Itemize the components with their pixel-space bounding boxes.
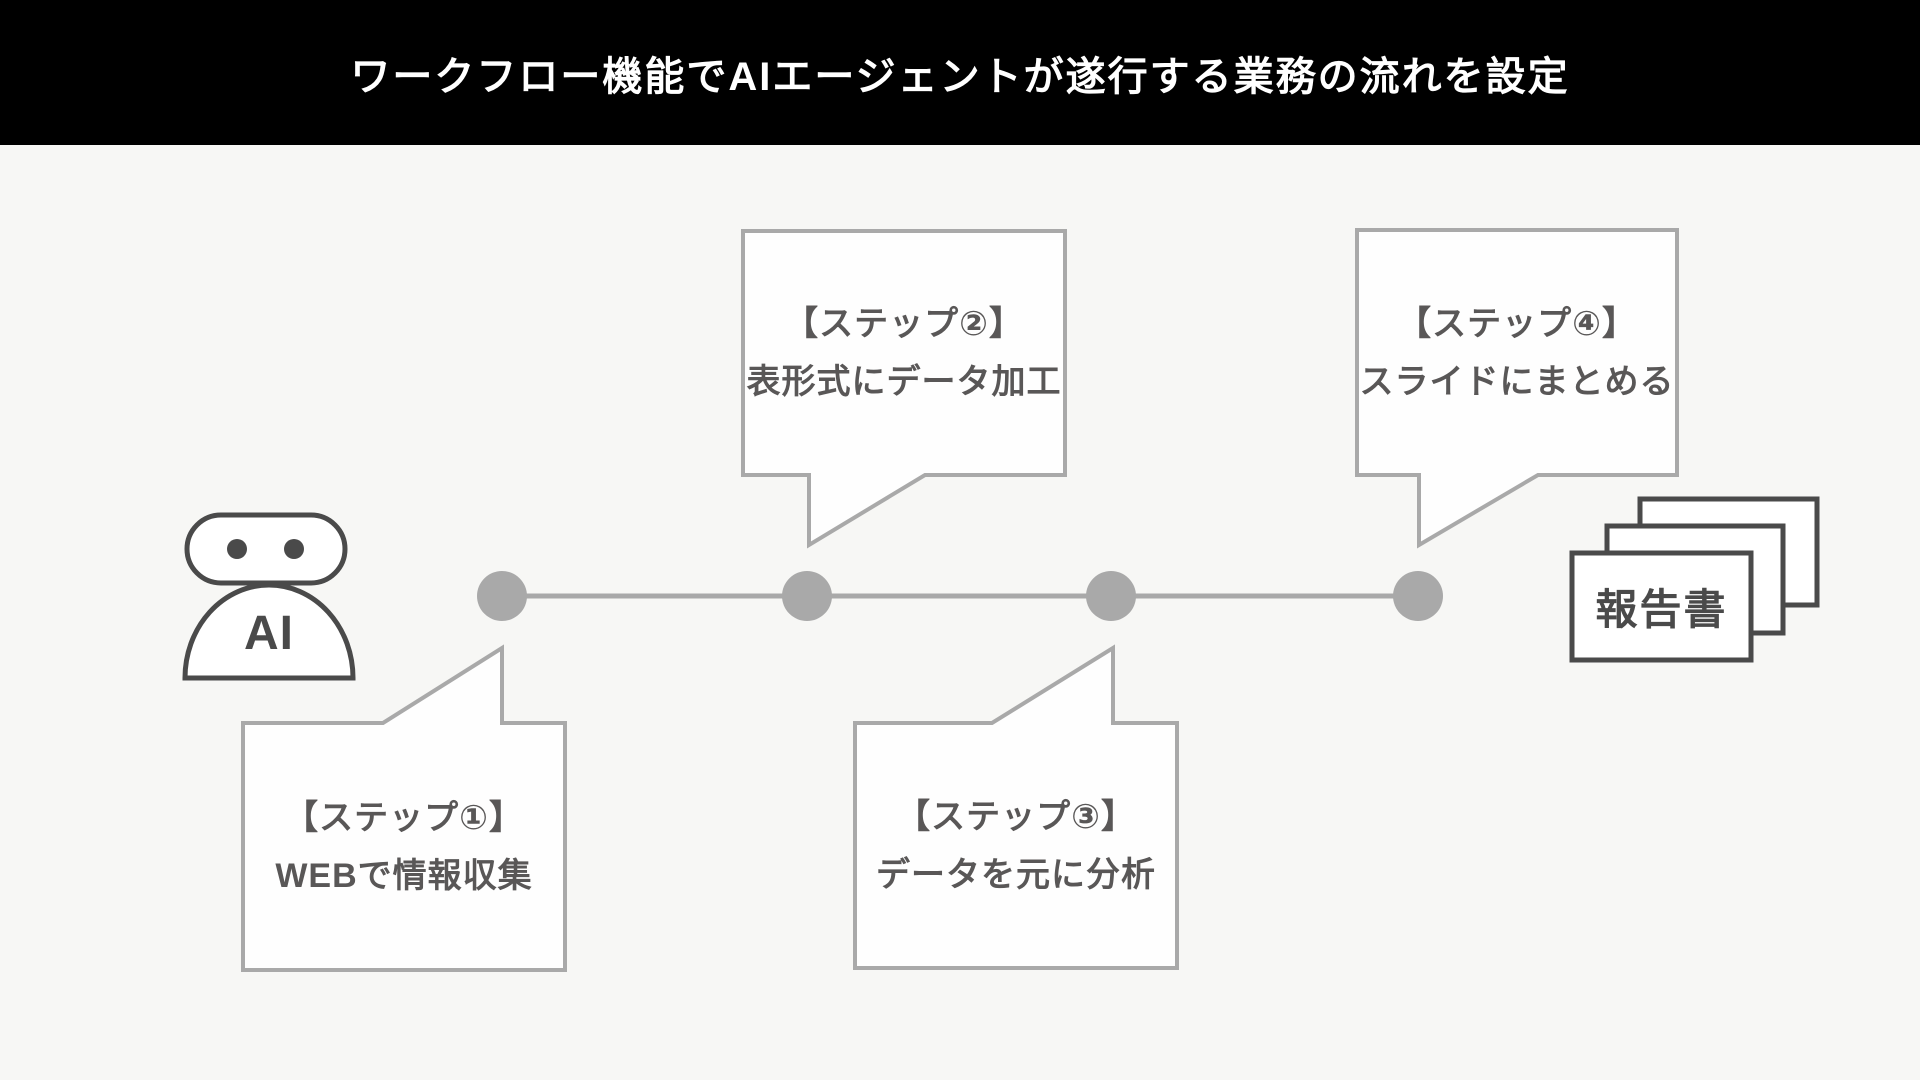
timeline-dot-4 <box>1393 571 1443 621</box>
robot-label-wrap: AI <box>185 588 353 678</box>
step-3-title: 【ステップ③】 <box>896 797 1136 836</box>
robot-icon <box>182 512 356 681</box>
step-2-title: 【ステップ②】 <box>784 305 1024 343</box>
page-title: ワークフロー機能でAIエージェントが遂行する業務の流れを設定 <box>350 54 1570 99</box>
step-1-title: 【ステップ①】 <box>284 798 524 837</box>
speech-bubble-step-4 <box>1355 228 1679 549</box>
step-1-desc: WEBで情報収集 <box>275 856 533 895</box>
report-stack-icon <box>1569 496 1820 663</box>
bubble-text-step-4: 【ステップ④】 スライドにまとめる <box>1357 230 1677 475</box>
step-4-desc: スライドにまとめる <box>1359 362 1675 401</box>
report-label: 報告書 <box>1595 586 1728 633</box>
robot-head <box>184 512 348 586</box>
robot-label: AI <box>244 606 294 660</box>
step-2-desc: 表形式にデータ加工 <box>746 363 1062 401</box>
speech-bubble-step-3 <box>853 644 1179 970</box>
timeline-dot-3 <box>1086 571 1136 621</box>
bubble-text-step-3: 【ステップ③】 データを元に分析 <box>855 723 1177 968</box>
timeline-dot-2 <box>782 571 832 621</box>
report-label-wrap: 報告書 <box>1572 553 1751 660</box>
timeline-dot-1 <box>477 571 527 621</box>
step-4-title: 【ステップ④】 <box>1397 304 1637 343</box>
bubble-text-step-2: 【ステップ②】 表形式にデータ加工 <box>743 231 1065 475</box>
robot-eye-right <box>284 539 304 559</box>
speech-bubble-step-1 <box>241 644 567 972</box>
speech-bubble-step-2 <box>741 229 1067 549</box>
title-bar: ワークフロー機能でAIエージェントが遂行する業務の流れを設定 <box>0 0 1920 145</box>
step-3-desc: データを元に分析 <box>876 855 1156 894</box>
report-sheet-front <box>1569 550 1754 663</box>
robot-eye-left <box>227 539 247 559</box>
bubble-text-step-1: 【ステップ①】 WEBで情報収集 <box>243 723 565 970</box>
